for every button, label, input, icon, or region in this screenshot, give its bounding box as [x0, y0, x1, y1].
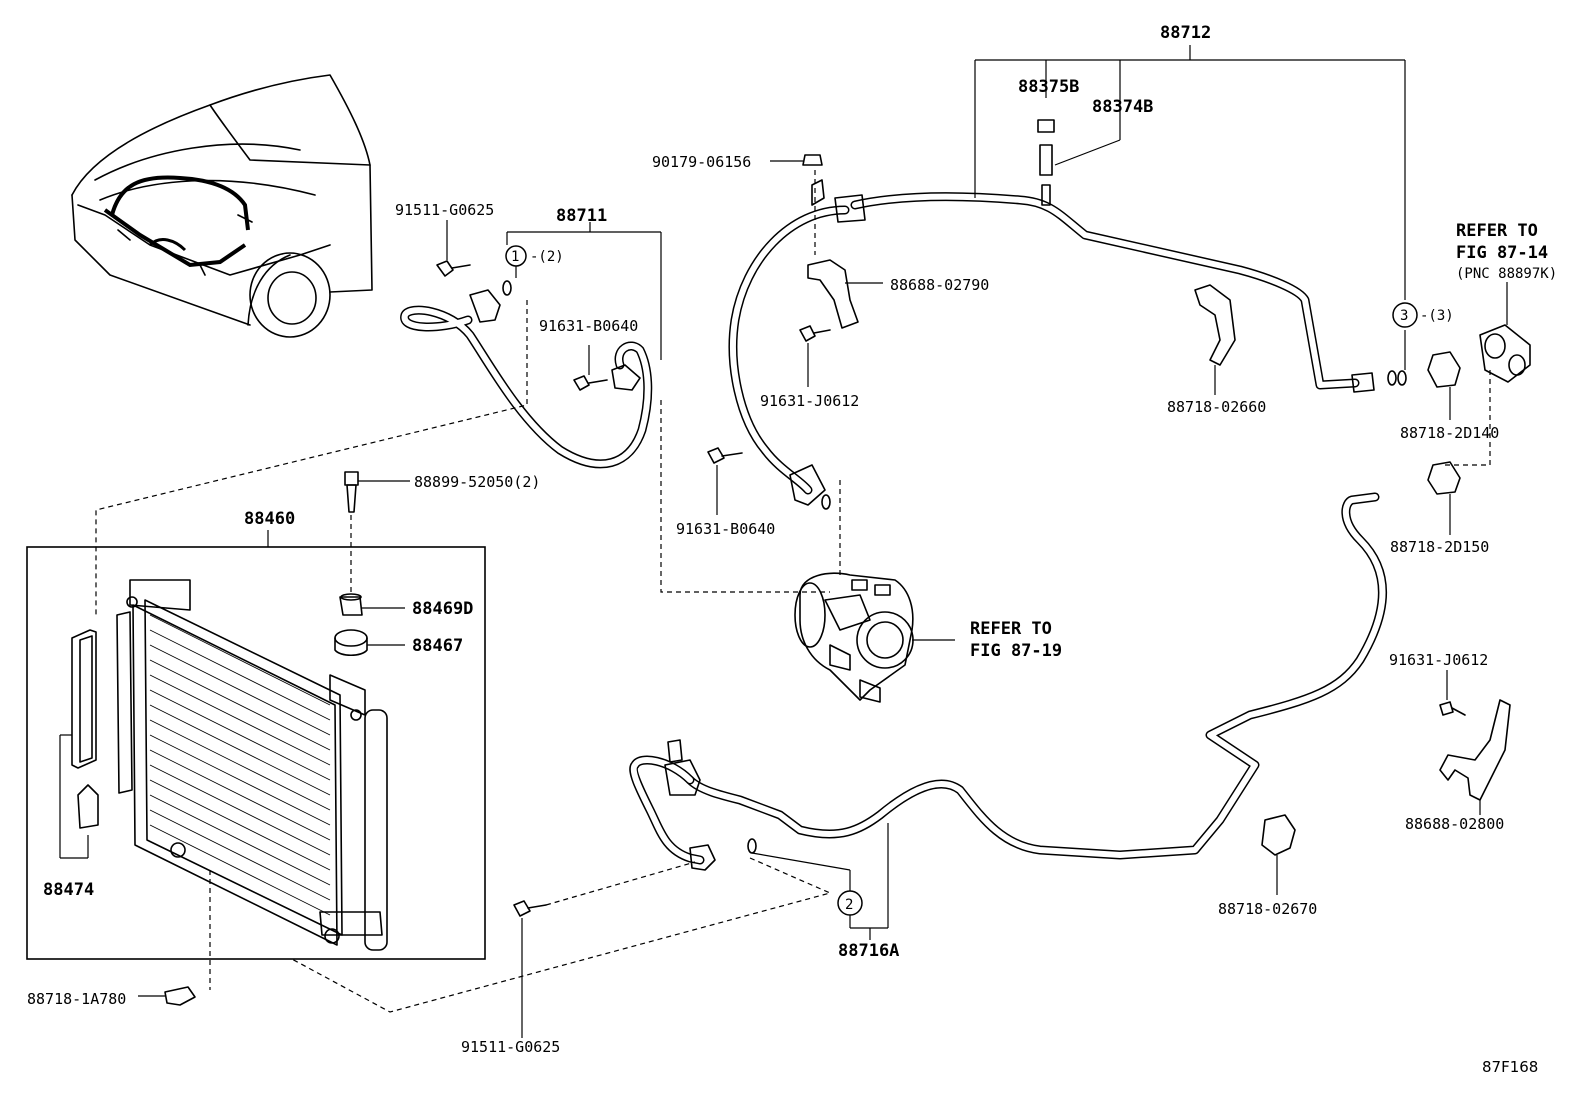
- label-refer-87-14-line2: FIG 87-14: [1456, 243, 1548, 263]
- label-circle-1-qty: -(2): [530, 249, 564, 265]
- label-88467: 88467: [412, 636, 463, 656]
- label-88474: 88474: [43, 880, 94, 900]
- label-88712: 88712: [1160, 23, 1211, 43]
- right-side-parts: [1261, 282, 1531, 895]
- label-88718-02660: 88718-02660: [1167, 398, 1266, 416]
- circle-2-number: 2: [845, 897, 853, 913]
- label-refer-87-19-line2: FIG 87-19: [970, 641, 1062, 661]
- label-88718-02670: 88718-02670: [1218, 900, 1317, 918]
- label-88375b: 88375B: [1018, 77, 1079, 97]
- circle-1-number: 1: [511, 249, 519, 265]
- condenser-assembly: [26, 471, 486, 1006]
- suction-hose-88712: [707, 45, 1418, 515]
- label-91511-g0625-top: 91511-G0625: [395, 201, 494, 219]
- label-refer-87-14-line1: REFER TO: [1456, 221, 1538, 241]
- figure-code: 87F168: [1482, 1058, 1538, 1076]
- label-88718-2d150: 88718-2D150: [1390, 538, 1489, 556]
- label-88374b: 88374B: [1092, 97, 1153, 117]
- label-88688-02790: 88688-02790: [890, 276, 989, 294]
- label-88711: 88711: [556, 206, 607, 226]
- circle-3-number: 3: [1400, 308, 1408, 324]
- label-90179-06156: 90179-06156: [652, 153, 751, 171]
- label-91511-g0625-bottom: 91511-G0625: [461, 1038, 560, 1056]
- label-91631-j0612-right: 91631-J0612: [1389, 651, 1488, 669]
- label-91631-b0640-top: 91631-B0640: [539, 317, 638, 335]
- label-88469d: 88469D: [412, 599, 473, 619]
- condenser-fins: [149, 614, 331, 916]
- label-88718-1a780: 88718-1A780: [27, 990, 126, 1008]
- label-circle-3-qty: -(3): [1420, 308, 1454, 324]
- label-88899-52050: 88899-52050(2): [414, 473, 540, 491]
- compressor: [794, 480, 955, 703]
- label-88460: 88460: [244, 509, 295, 529]
- label-91631-j0612-top: 91631-J0612: [760, 392, 859, 410]
- label-88688-02800: 88688-02800: [1405, 815, 1504, 833]
- label-88716a: 88716A: [838, 941, 899, 961]
- liquid-tube-88716a: [289, 492, 1387, 1038]
- label-88718-2d140: 88718-2D140: [1400, 424, 1499, 442]
- car-overview-illustration: [71, 74, 373, 338]
- label-refer-87-19-line1: REFER TO: [970, 619, 1052, 639]
- condenser-box-frame: [26, 546, 486, 960]
- discharge-hose-88711: [95, 220, 830, 615]
- part-labels: 88712 88375B 88374B 90179-06156 88711 91…: [27, 23, 1557, 1076]
- label-refer-87-14-pnc: (PNC 88897K): [1456, 266, 1557, 282]
- label-91631-b0640-mid: 91631-B0640: [676, 520, 775, 538]
